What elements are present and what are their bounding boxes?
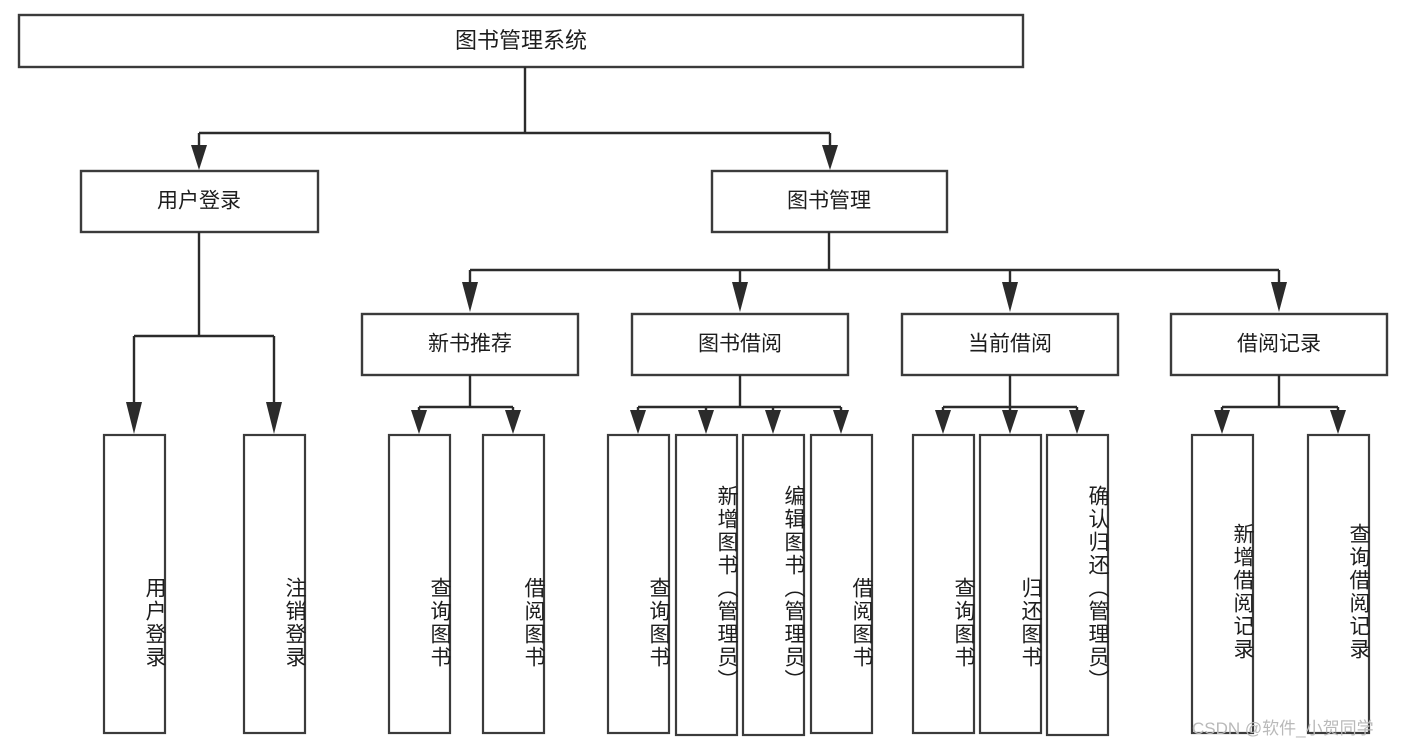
- node-box-leaf-query-book-2[interactable]: [606, 433, 671, 735]
- arrow-to-leaf-confirm-return: [1069, 410, 1085, 434]
- node-box-leaf-user-login[interactable]: [102, 433, 167, 735]
- arrow-to-leaf-query-book-1: [411, 410, 427, 434]
- arrow-to-leaf-add-record: [1214, 410, 1230, 434]
- node-box-leaf-edit-book[interactable]: [741, 433, 806, 737]
- node-box-leaf-borrow-book-2[interactable]: [809, 433, 874, 735]
- node-label-new-book-recommend: 新书推荐: [428, 333, 512, 356]
- arrow-to-book-manage: [822, 145, 838, 170]
- arrow-to-leaf-borrow-book-2: [833, 410, 849, 434]
- connector-root-trunk: [191, 67, 838, 170]
- arrow-to-user-login: [191, 145, 207, 170]
- arrow-to-leaf-query-book-3: [935, 410, 951, 434]
- connector-borrow-record-children: [1214, 375, 1346, 434]
- node-box-leaf-add-book[interactable]: [674, 433, 739, 737]
- node-label-book-manage: 图书管理: [787, 190, 871, 213]
- node-label-root: 图书管理系统: [455, 28, 587, 53]
- node-label-book-borrow: 图书借阅: [698, 333, 782, 356]
- arrow-to-leaf-return-book: [1002, 410, 1018, 434]
- node-label-user-login: 用户登录: [157, 190, 241, 213]
- connector-user-login-children: [126, 232, 282, 434]
- node-box-root: [17, 13, 1025, 69]
- connector-current-borrow-children: [935, 375, 1085, 434]
- node-user-login[interactable]: 用户登录: [79, 169, 320, 234]
- node-book-manage[interactable]: 图书管理: [710, 169, 949, 234]
- node-borrow-record[interactable]: 借阅记录: [1169, 312, 1389, 377]
- node-box-leaf-return-book[interactable]: [978, 433, 1043, 735]
- arrow-to-borrow-record: [1271, 282, 1287, 312]
- arrow-to-leaf-add-book: [698, 410, 714, 434]
- csdn-watermark: CSDN @软件_小贺同学: [1192, 719, 1374, 738]
- node-box-current-borrow: [900, 312, 1120, 377]
- arrow-to-leaf-logout: [266, 402, 282, 434]
- connector-new-book-recommend-children: [411, 375, 521, 434]
- node-box-leaf-query-book-3[interactable]: [911, 433, 976, 735]
- arrow-to-new-book-recommend: [462, 282, 478, 312]
- arrow-to-book-borrow: [732, 282, 748, 312]
- node-box-leaf-logout[interactable]: [242, 433, 307, 735]
- node-label-borrow-record: 借阅记录: [1237, 333, 1321, 356]
- node-new-book-recommend[interactable]: 新书推荐: [360, 312, 580, 377]
- connector-book-manage-children: [462, 232, 1287, 312]
- node-box-leaf-confirm-return[interactable]: [1045, 433, 1110, 737]
- node-box-new-book-recommend: [360, 312, 580, 377]
- arrow-to-current-borrow: [1002, 282, 1018, 312]
- node-box-leaf-add-record[interactable]: [1190, 433, 1255, 735]
- node-book-borrow[interactable]: 图书借阅: [630, 312, 850, 377]
- arrow-to-leaf-user-login: [126, 402, 142, 434]
- connector-book-borrow-children: [630, 375, 849, 434]
- node-current-borrow[interactable]: 当前借阅: [900, 312, 1120, 377]
- node-box-leaf-query-book-1[interactable]: [387, 433, 452, 735]
- arrow-to-leaf-query-book-2: [630, 410, 646, 434]
- arrow-to-leaf-borrow-book-1: [505, 410, 521, 434]
- node-box-user-login: [79, 169, 320, 234]
- node-box-leaf-borrow-book-1[interactable]: [481, 433, 546, 735]
- arrow-to-leaf-query-record: [1330, 410, 1346, 434]
- node-box-leaf-query-record[interactable]: [1306, 433, 1371, 735]
- arrow-to-leaf-edit-book: [765, 410, 781, 434]
- node-label-current-borrow: 当前借阅: [968, 333, 1052, 356]
- node-book-management-system[interactable]: 图书管理系统: [17, 13, 1025, 69]
